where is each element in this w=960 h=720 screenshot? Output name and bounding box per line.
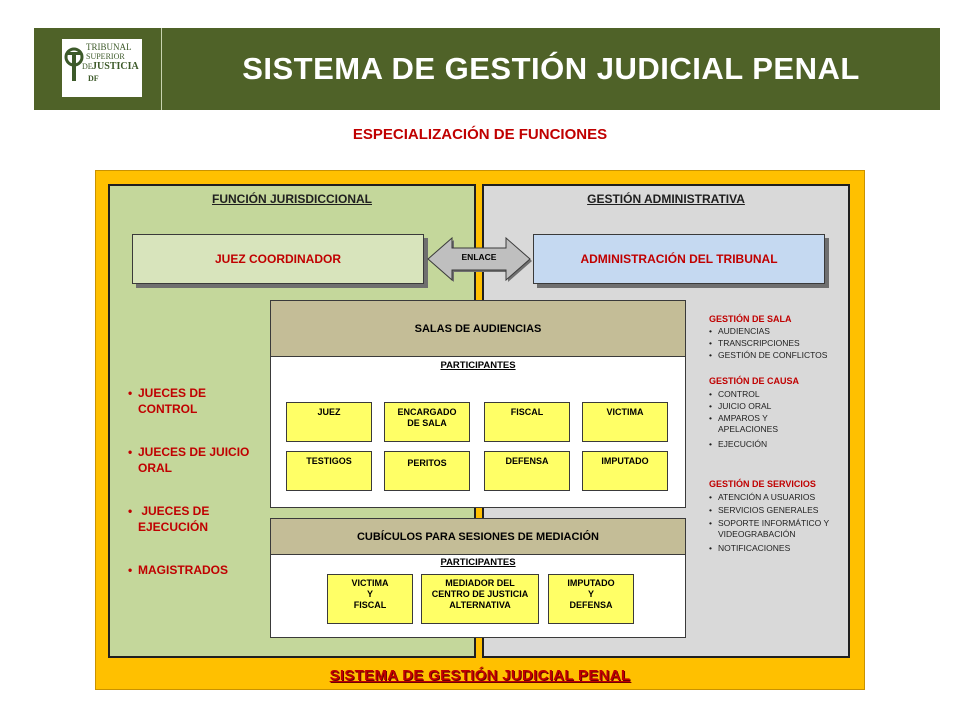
header-bar [34,28,940,110]
participant-box: ENCARGADO DE SALA [384,402,470,442]
bullet-icon: • [709,413,712,423]
mediation-participant-box: IMPUTADO Y DEFENSA [548,574,634,624]
admin-list-item: •NOTIFICACIONES [709,543,791,553]
admin-list-item: •JUICIO ORAL [709,401,772,411]
admin-list-item: •SOPORTE INFORMÁTICO Y VIDEOGRABACIÓN [709,518,829,539]
logo-cell [34,28,162,110]
admin-list-item: •SERVICIOS GENERALES [709,505,819,515]
administrativa-title: GESTIÓN ADMINISTRATIVA [587,192,745,206]
diagram-subtitle: ESPECIALIZACIÓN DE FUNCIONES [352,126,608,143]
participant-box: DEFENSA [484,451,570,491]
emblem-icon [64,47,84,81]
participant-box: IMPUTADO [582,451,668,491]
bullet-icon: • [709,492,712,502]
gestion-causa-title: GESTIÓN DE CAUSA [709,376,800,386]
jurisdiccional-title: FUNCIÓN JURISDICCIONAL [211,192,372,206]
mediation-participant-box: MEDIADOR DEL CENTRO DE JUSTICIA ALTERNAT… [421,574,539,624]
bullet-icon: • [709,350,712,360]
administracion-tribunal-box: ADMINISTRACIÓN DEL TRIBUNAL [533,234,825,284]
judge-list-item: • JUECES DE EJECUCIÓN [128,504,210,534]
page-title: SISTEMA DE GESTIÓN JUDICIAL PENAL [242,51,860,86]
bullet-icon: • [709,389,712,399]
admin-list-item: •AMPAROS Y APELACIONES [709,413,778,434]
bullet-icon: • [709,505,712,515]
judge-list-item: • MAGISTRADOS [128,563,228,577]
bullet-icon: • [128,504,133,518]
bullet-icon: • [709,338,712,348]
judge-list-item: • JUECES DE JUICIO ORAL [128,445,250,475]
admin-list-item: •TRANSCRIPCIONES [709,338,800,348]
cubiculos-title: CUBÍCULOS PARA SESIONES DE MEDIACIÓN [271,519,685,555]
bullet-icon: • [709,518,712,528]
tribunal-logo: TRIBUNAL SUPERIOR DE JUSTICIA DF [62,39,142,97]
bullet-icon: • [128,445,133,459]
bullet-icon: • [128,386,133,400]
participant-box: JUEZ [286,402,372,442]
enlace-label: ENLACE [461,252,497,262]
admin-list-item: •GESTIÓN DE CONFLICTOS [709,350,828,360]
salas-title: SALAS DE AUDIENCIAS [271,301,685,357]
bullet-icon: • [128,563,133,577]
admin-list-item: •EJECUCIÓN [709,439,768,449]
participant-box: PERITOS [384,451,470,491]
cubiculos-participants-label: PARTICIPANTES [440,557,516,568]
salas-participants-label: PARTICIPANTES [440,360,516,371]
bullet-icon: • [709,439,712,449]
juez-coordinador-box: JUEZ COORDINADOR [132,234,424,284]
participant-box: FISCAL [484,402,570,442]
participant-box: VICTIMA [582,402,668,442]
footer-title: SISTEMA DE GESTIÓN JUDICIAL PENAL [329,667,631,684]
gestion-sala-title: GESTIÓN DE SALA [709,314,792,324]
bullet-icon: • [709,326,712,336]
gestion-servicios-title: GESTIÓN DE SERVICIOS [709,479,816,489]
admin-list-item: •AUDIENCIAS [709,326,770,336]
mediation-participant-box: VICTIMA Y FISCAL [327,574,413,624]
enlace-arrow: ENLACE [424,236,534,282]
bullet-icon: • [709,543,712,553]
double-arrow-icon [427,236,532,282]
admin-list-item: •ATENCIÓN A USUARIOS [709,492,816,502]
participant-box: TESTIGOS [286,451,372,491]
judge-list-item: • JUECES DE CONTROL [128,386,207,416]
bullet-icon: • [709,401,712,411]
admin-list-item: •CONTROL [709,389,760,399]
